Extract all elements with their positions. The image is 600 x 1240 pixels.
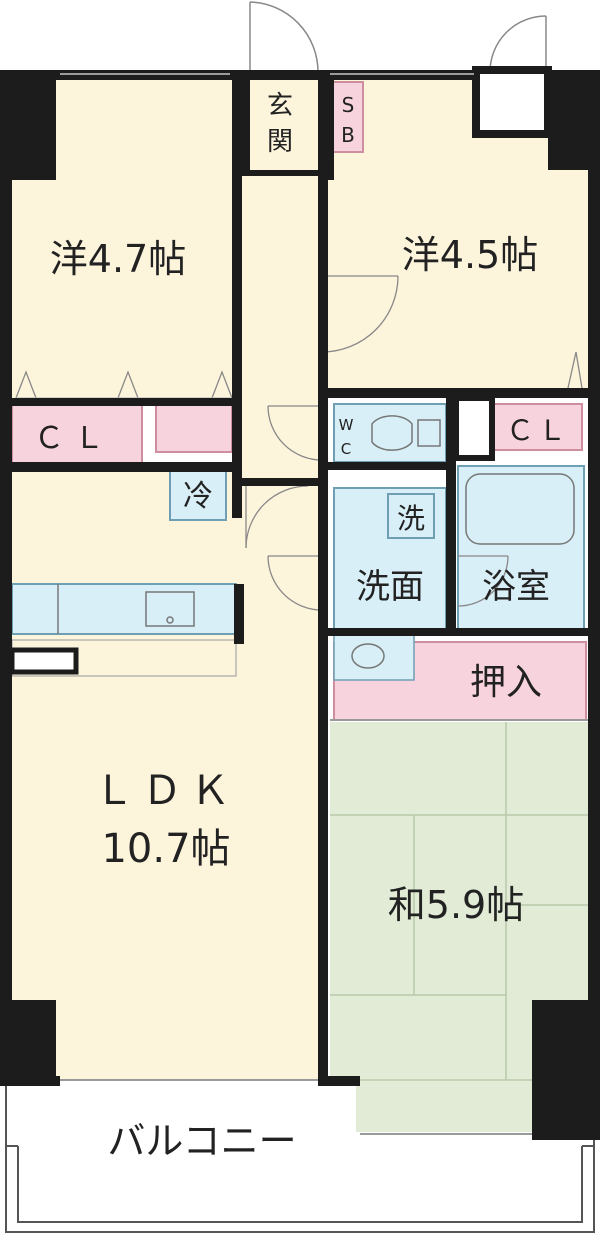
kitchen-counter: [11, 583, 237, 635]
toilet-room: [333, 403, 447, 463]
shoe-box: [332, 81, 364, 153]
japanese-room-label: 和5.9帖: [388, 883, 524, 927]
fridge-space: [169, 469, 227, 521]
tatami-extension: [356, 1080, 534, 1132]
western-room-right-label: 洋4.5帖: [402, 233, 538, 277]
western-room-left-label: 洋4.7帖: [50, 237, 186, 281]
washroom-label: 洗面: [356, 567, 424, 607]
closet-left-label: ＣＬ: [34, 421, 114, 456]
ldk-label: ＬＤＫ: [94, 768, 238, 814]
service-door: [489, 15, 547, 73]
balcony: [5, 1086, 595, 1233]
genkan-label-2: 関: [267, 127, 293, 157]
toilet-icon: [371, 415, 441, 451]
wc-label-1: W: [339, 416, 354, 434]
wc-label-2: C: [341, 440, 351, 458]
washer-space: [387, 493, 435, 539]
fridge-label: 冷: [183, 479, 213, 514]
corridor: [238, 78, 322, 548]
shoe-box-label-2: B: [341, 123, 355, 147]
bathroom-label: 浴室: [482, 567, 550, 607]
washbasin-icon: [333, 631, 415, 681]
closet-left-extra: [155, 403, 233, 453]
windows: [60, 73, 588, 1135]
entrance-door: [249, 1, 319, 73]
interior-doors: [245, 275, 509, 611]
washer-label: 洗: [397, 502, 425, 535]
closet-right-label: ＣＬ: [506, 414, 570, 447]
genkan-label-1: 玄: [267, 91, 293, 121]
tatami-mats: [330, 722, 588, 1081]
kitchen-edge: [9, 647, 79, 675]
balcony-label: バルコニー: [107, 1119, 296, 1163]
bathroom: [457, 465, 585, 631]
oshiire-label: 押入: [470, 662, 542, 703]
ldk-size-label: 10.7帖: [101, 826, 230, 872]
shoe-box-label-1: S: [342, 93, 355, 117]
walls: [0, 66, 600, 1140]
bathtub-icon: [465, 473, 575, 545]
